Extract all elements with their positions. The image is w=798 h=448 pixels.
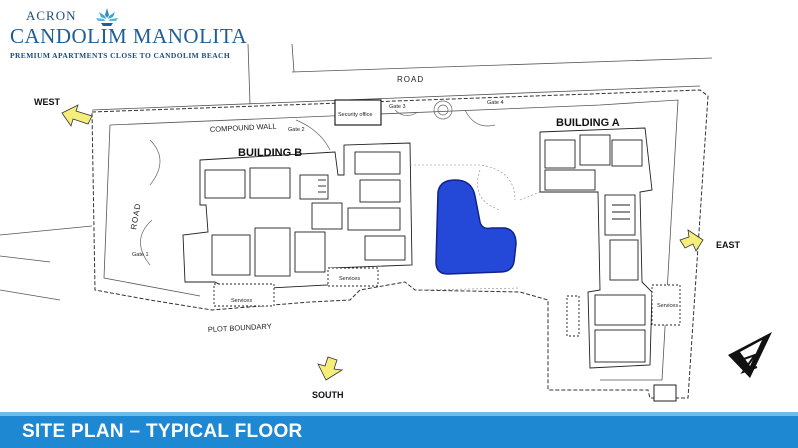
- services-label-b-left: Services: [231, 298, 252, 304]
- compound-wall-label: COMPOUND WALL: [210, 122, 277, 134]
- brand-developer: ACRON: [26, 8, 77, 23]
- road-top-label: ROAD: [397, 75, 424, 84]
- brand-tagline: PREMIUM APARTMENTS CLOSE TO CANDOLIM BEA…: [10, 51, 231, 60]
- compound-wall-line: [103, 99, 679, 381]
- west-arrow-icon: [61, 104, 93, 127]
- south-label: SOUTH: [312, 390, 344, 400]
- road-top: [91, 43, 713, 111]
- security-office-label: Security office: [338, 112, 372, 118]
- road-left: [0, 225, 93, 301]
- west-label: WEST: [34, 97, 61, 107]
- building-b-plan: [182, 142, 413, 307]
- footer-title: SITE PLAN – TYPICAL FLOOR: [22, 421, 303, 442]
- services-label-a: Services: [657, 303, 678, 309]
- gate-4-label: Gate 4: [487, 100, 504, 106]
- brand-project-name: CANDOLIM MANOLITA: [10, 24, 248, 48]
- plot-boundary-label: PLOT BOUNDARY: [208, 322, 272, 334]
- gate-1-label: Gate 1: [132, 252, 149, 258]
- north-arrow-icon: [728, 332, 772, 378]
- building-a-label: BUILDING A: [556, 117, 620, 129]
- courtyard-paths: [410, 164, 546, 291]
- corner-block: [653, 384, 677, 402]
- east-arrow-icon: [679, 229, 704, 252]
- road-left-label: ROAD: [129, 202, 143, 230]
- plot-boundary-outline: [91, 89, 709, 399]
- services-label-b-right: Services: [339, 276, 360, 282]
- brand-block: ACRON CANDOLIM MANOLITA PREMIUM APARTMEN…: [8, 6, 268, 66]
- footer-bar: SITE PLAN – TYPICAL FLOOR: [0, 412, 798, 448]
- building-a-plan: [539, 127, 681, 369]
- lotus-logo-icon: [96, 8, 118, 26]
- security-office: [334, 99, 382, 126]
- footer-accent-line: [0, 412, 798, 416]
- south-arrow-icon: [317, 356, 344, 381]
- east-label: EAST: [716, 240, 741, 250]
- gate-arcs: [140, 100, 496, 266]
- gate-2-label: Gate 2: [288, 127, 305, 133]
- site-plan-drawing: ROAD ROAD COMPOUND WALL PLOT BOUNDARY Se…: [0, 43, 772, 402]
- building-b-label: BUILDING B: [238, 147, 302, 159]
- gate-3-label: Gate 3: [389, 104, 406, 110]
- swimming-pool: [435, 179, 517, 275]
